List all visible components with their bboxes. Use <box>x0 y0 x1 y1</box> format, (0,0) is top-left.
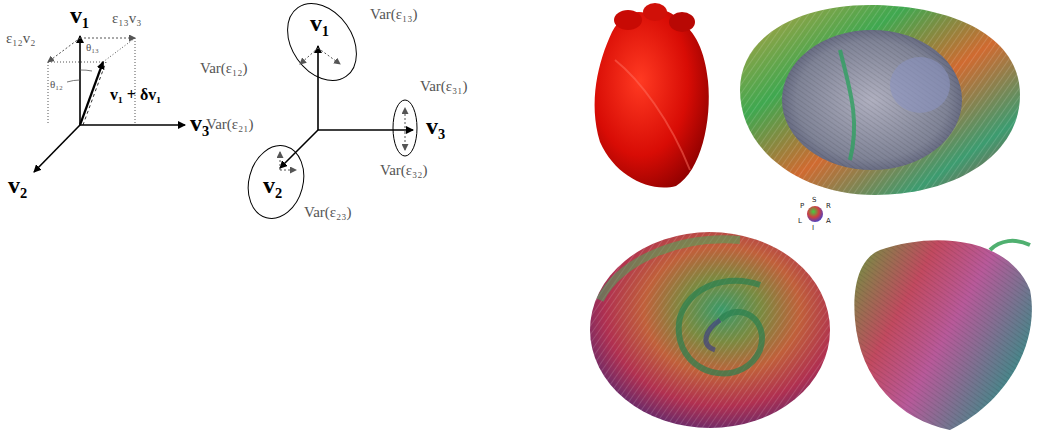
illustration-part <box>280 130 318 168</box>
illustration-part <box>280 152 281 170</box>
variance-diagram <box>240 0 417 225</box>
illustration-part <box>80 70 92 71</box>
angle-label: θ₁₂ <box>50 78 63 91</box>
illustration-part <box>614 10 642 30</box>
illustration-part <box>740 5 1020 195</box>
illustration-part <box>600 239 740 300</box>
illustration-part <box>79 36 81 125</box>
vector-label: v₁ <box>70 2 89 30</box>
illustration-part <box>643 3 667 21</box>
perturbation-label: ε₁₂v₂ <box>6 30 36 47</box>
orientation-letter: S <box>812 197 816 204</box>
perturbation-label: ε₁₃v₃ <box>112 10 142 27</box>
illustration-part <box>135 38 136 125</box>
illustration-part <box>990 241 1030 250</box>
illustration-part <box>740 5 1020 195</box>
illustration-part <box>317 46 319 130</box>
orientation-sphere <box>807 206 823 222</box>
illustration-part <box>615 60 690 170</box>
illustration-part <box>48 62 49 125</box>
illustration-part <box>240 139 311 224</box>
vector-label: v₂ <box>8 172 27 200</box>
vector-label: v₂ <box>263 172 282 200</box>
variance-label: Var(ε₃₁) <box>420 78 468 95</box>
illustration-part <box>669 12 695 32</box>
illustration-part <box>273 0 370 94</box>
illustration-part <box>280 170 296 171</box>
illustration-part <box>103 38 135 62</box>
variance-label: Var(ε₂₁) <box>206 116 254 133</box>
illustration-part <box>83 62 106 125</box>
vector-label: v₃ <box>426 113 445 141</box>
illustration-part <box>67 80 80 82</box>
illustration-part <box>782 30 962 170</box>
orientation-letter: A <box>826 218 831 225</box>
illustration-part <box>590 232 830 428</box>
variance-label: Var(ε₁₃) <box>370 6 418 23</box>
illustration-part <box>34 125 80 172</box>
fiber-tract-disc <box>590 232 830 428</box>
illustration-part <box>318 129 413 131</box>
orientation-letter: L <box>798 218 802 225</box>
illustration-part <box>595 9 709 187</box>
orientation-letter: I <box>812 225 814 232</box>
illustration-part <box>590 232 830 428</box>
orientation-letter: P <box>800 203 804 210</box>
illustration-part <box>840 50 854 160</box>
illustration-part <box>80 124 185 126</box>
illustration-part <box>80 38 135 39</box>
illustration-part <box>782 30 962 170</box>
illustration-part <box>393 100 417 156</box>
vector-label: v₁ <box>310 10 329 38</box>
fiber-tract-heart <box>854 240 1032 430</box>
perturbation-diagram <box>34 36 185 172</box>
angle-label: θ₁₃ <box>86 41 99 54</box>
illustration-part <box>48 62 103 63</box>
variance-label: Var(ε₂₃) <box>304 204 352 221</box>
illustration-part <box>405 108 406 132</box>
illustration-part <box>854 240 1032 430</box>
illustration-part <box>300 48 318 64</box>
illustration-part <box>80 62 103 125</box>
illustration-part <box>318 48 340 64</box>
illustration-part <box>706 320 720 350</box>
illustration-part <box>405 132 406 150</box>
illustration-part <box>48 38 80 62</box>
orientation-letter: R <box>826 203 831 210</box>
illustration-part <box>679 281 762 374</box>
variance-label: Var(ε₁₂) <box>200 60 248 77</box>
heart-surface <box>595 3 709 188</box>
illustration-part <box>890 57 950 113</box>
illustration-part <box>854 240 1032 430</box>
vector-label: v₁ + δv₁ <box>110 86 161 104</box>
variance-label: Var(ε₃₂) <box>380 162 428 179</box>
fiber-tract-ring <box>740 5 1020 195</box>
